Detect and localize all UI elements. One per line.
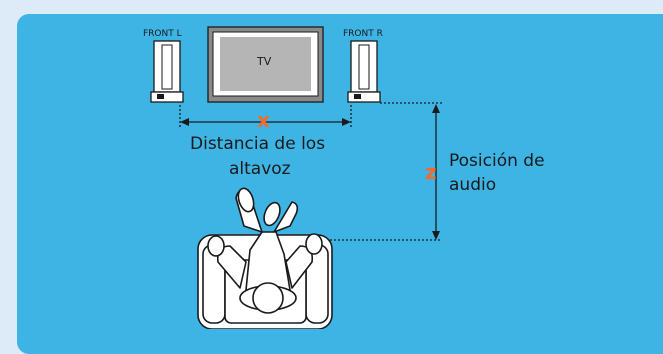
front-left-label: FRONT L xyxy=(143,29,182,39)
x-distance-arrow xyxy=(179,105,352,128)
z-position-arrow xyxy=(322,102,442,241)
tv-set xyxy=(207,26,324,103)
front-right-speaker xyxy=(347,40,381,103)
speaker-layout-diagram xyxy=(150,26,442,329)
front-right-label: FRONT R xyxy=(343,29,383,39)
front-left-speaker xyxy=(150,40,184,103)
listener-in-chair xyxy=(197,187,333,329)
x-symbol: x xyxy=(257,108,270,132)
distance-label-line1: Distancia de los xyxy=(190,134,326,154)
position-label-line1: Posición de xyxy=(449,151,545,171)
diagram-panel xyxy=(17,14,663,354)
position-label-line2: audio xyxy=(449,175,497,195)
tv-label: TV xyxy=(257,55,272,68)
distance-label-line2: altavoz xyxy=(229,159,291,179)
z-symbol: z xyxy=(425,160,437,184)
